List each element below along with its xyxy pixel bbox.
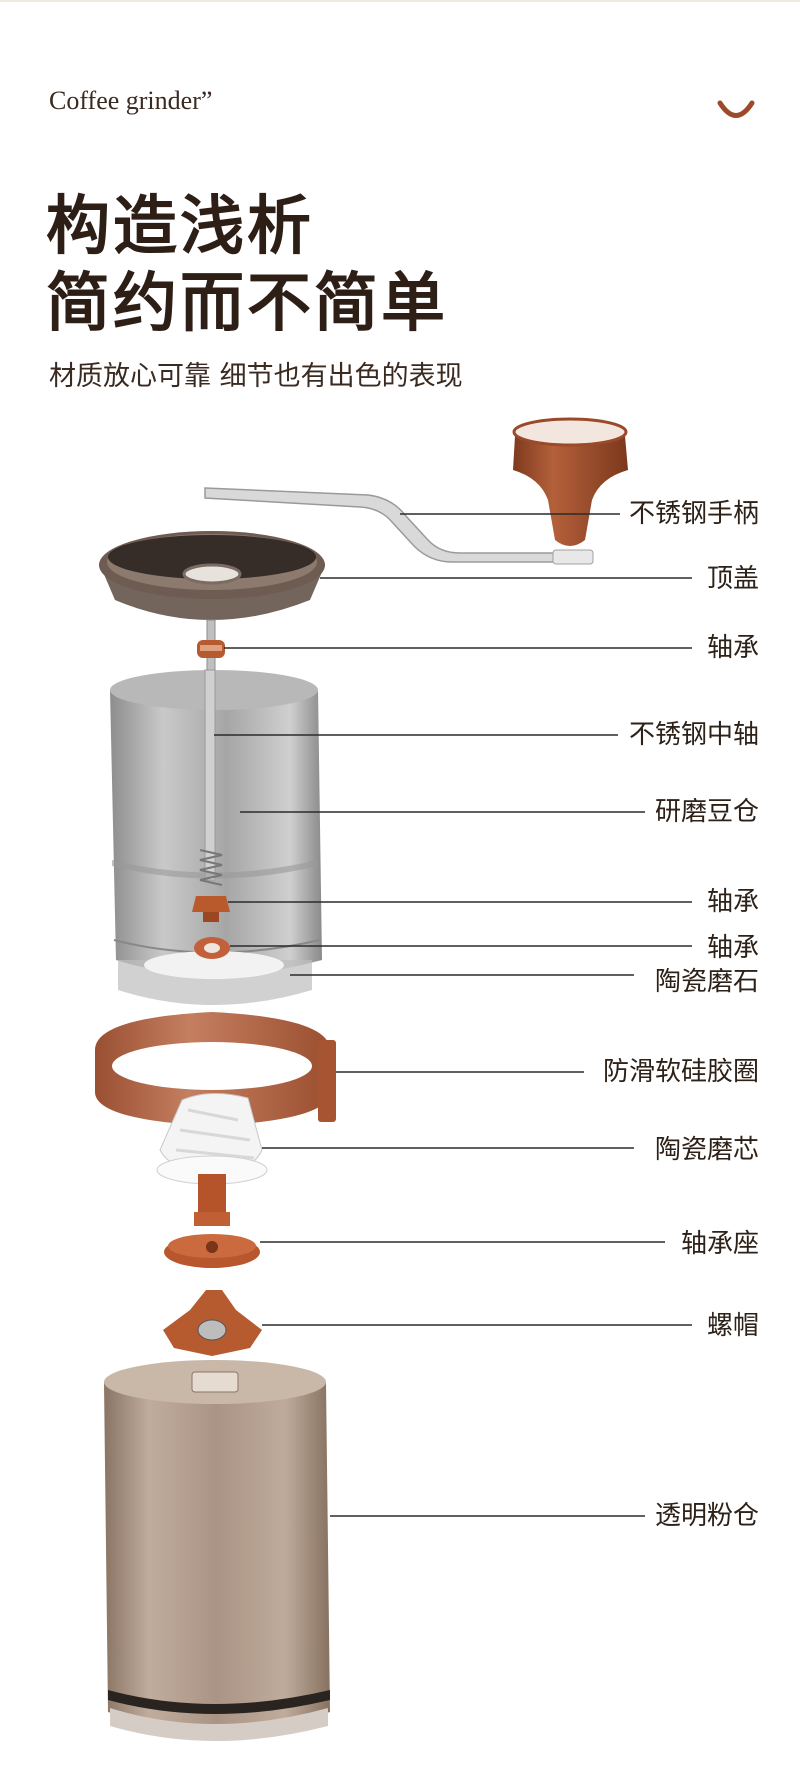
smile-ornament-icon: [717, 100, 755, 118]
nut-part: [163, 1290, 262, 1356]
label-handle: 不锈钢手柄: [628, 499, 759, 529]
silicone-ring-part: [95, 1012, 336, 1126]
spring-part: [199, 849, 223, 886]
top-lid-part: [99, 531, 325, 620]
label-grinding-chamber: 研磨豆仓: [654, 797, 759, 827]
leader-lines: [214, 513, 692, 1517]
bearing-top-part: [197, 640, 225, 658]
bearing-seat-part: [164, 1174, 260, 1268]
label-center-shaft: 不锈钢中轴: [628, 720, 759, 750]
label-ceramic-burr-core: 陶瓷磨芯: [654, 1135, 759, 1165]
powder-jar-part: [104, 1360, 330, 1741]
page-title-line1: 构造浅析: [46, 189, 314, 264]
label-bearing-mid: 轴承: [706, 887, 759, 917]
label-bearing-seat: 轴承座: [680, 1229, 759, 1259]
grinding-chamber-part: [110, 669, 322, 1005]
label-powder-jar: 透明粉仓: [654, 1501, 759, 1531]
page-subtitle: 材质放心可靠 细节也有出色的表现: [49, 361, 463, 392]
page-title-line2: 简约而不简单: [46, 266, 448, 341]
bearing-mid-part: [192, 896, 230, 922]
label-bearing-low: 轴承: [706, 933, 759, 963]
top-divider: [0, 0, 800, 2]
ceramic-burr-core-part: [156, 1092, 268, 1185]
label-nut: 螺帽: [706, 1311, 759, 1341]
bearing-low-part: [194, 937, 230, 959]
label-ceramic-burr-outer: 陶瓷磨石: [654, 967, 759, 997]
eyebrow-text: Coffee grinder”: [49, 86, 213, 115]
label-top-lid: 顶盖: [706, 564, 759, 594]
label-bearing-top: 轴承: [706, 633, 759, 663]
label-silicone-ring: 防滑软硅胶圈: [602, 1057, 759, 1087]
handle-part: [204, 417, 628, 565]
